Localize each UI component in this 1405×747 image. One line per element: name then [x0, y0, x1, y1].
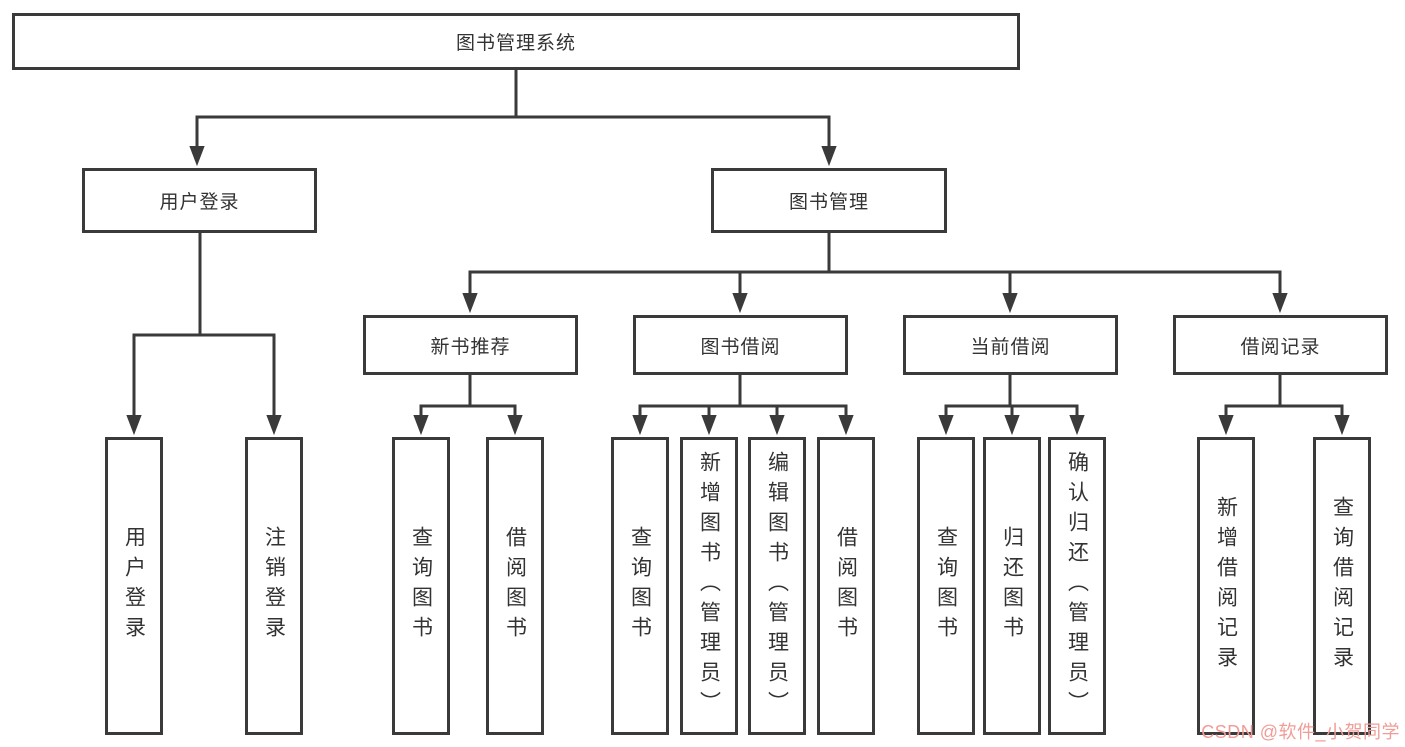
node-label: 查询图书	[934, 526, 958, 646]
node-label: 借阅图书	[834, 526, 858, 646]
leaf-add-borrow-record: 新增借阅记录	[1197, 437, 1255, 735]
node-label: 归还图书	[1000, 526, 1024, 646]
leaf-confirm-return-admin: 确认归还（管理员）	[1048, 437, 1106, 735]
leaf-return-books: 归还图书	[983, 437, 1041, 735]
node-label: 查询借阅记录	[1330, 496, 1354, 676]
node-label: 当前借阅	[970, 336, 1051, 358]
node-label: 图书管理系统	[455, 33, 576, 54]
leaf-borrow-books: 借阅图书	[486, 437, 544, 735]
node-book-borrowing: 图书借阅	[633, 315, 848, 375]
leaf-query-books: 查询图书	[392, 437, 450, 735]
node-label: 图书管理	[788, 192, 869, 213]
node-label: 用户登录	[159, 192, 240, 213]
node-root-library-management-system: 图书管理系统	[12, 13, 1020, 70]
leaf-add-books-admin: 新增图书（管理员）	[680, 437, 738, 735]
node-label: 注销登录	[262, 526, 286, 646]
node-label: 新增图书（管理员）	[697, 451, 721, 721]
node-label: 用户登录	[122, 526, 146, 646]
node-label: 编辑图书（管理员）	[765, 451, 789, 721]
leaf-borrow-books-2: 借阅图书	[817, 437, 875, 735]
node-new-book-recommendation: 新书推荐	[363, 315, 578, 375]
node-label: 借阅记录	[1240, 336, 1321, 358]
leaf-query-borrow-record: 查询借阅记录	[1313, 437, 1371, 735]
leaf-query-books-2: 查询图书	[611, 437, 669, 735]
node-borrowing-records: 借阅记录	[1173, 315, 1388, 375]
node-user-login: 用户登录	[82, 168, 317, 233]
node-label: 查询图书	[628, 526, 652, 646]
node-label: 新增借阅记录	[1214, 496, 1238, 676]
node-book-management: 图书管理	[711, 168, 947, 233]
leaf-logout: 注销登录	[245, 437, 303, 735]
leaf-user-login: 用户登录	[105, 437, 163, 735]
node-label: 新书推荐	[430, 336, 511, 358]
node-label: 查询图书	[409, 526, 433, 646]
node-label: 图书借阅	[700, 336, 781, 358]
leaf-edit-books-admin: 编辑图书（管理员）	[748, 437, 806, 735]
leaf-query-books-3: 查询图书	[917, 437, 975, 735]
node-label: 确认归还（管理员）	[1065, 451, 1089, 721]
node-label: 借阅图书	[503, 526, 527, 646]
node-current-borrowing: 当前借阅	[903, 315, 1118, 375]
